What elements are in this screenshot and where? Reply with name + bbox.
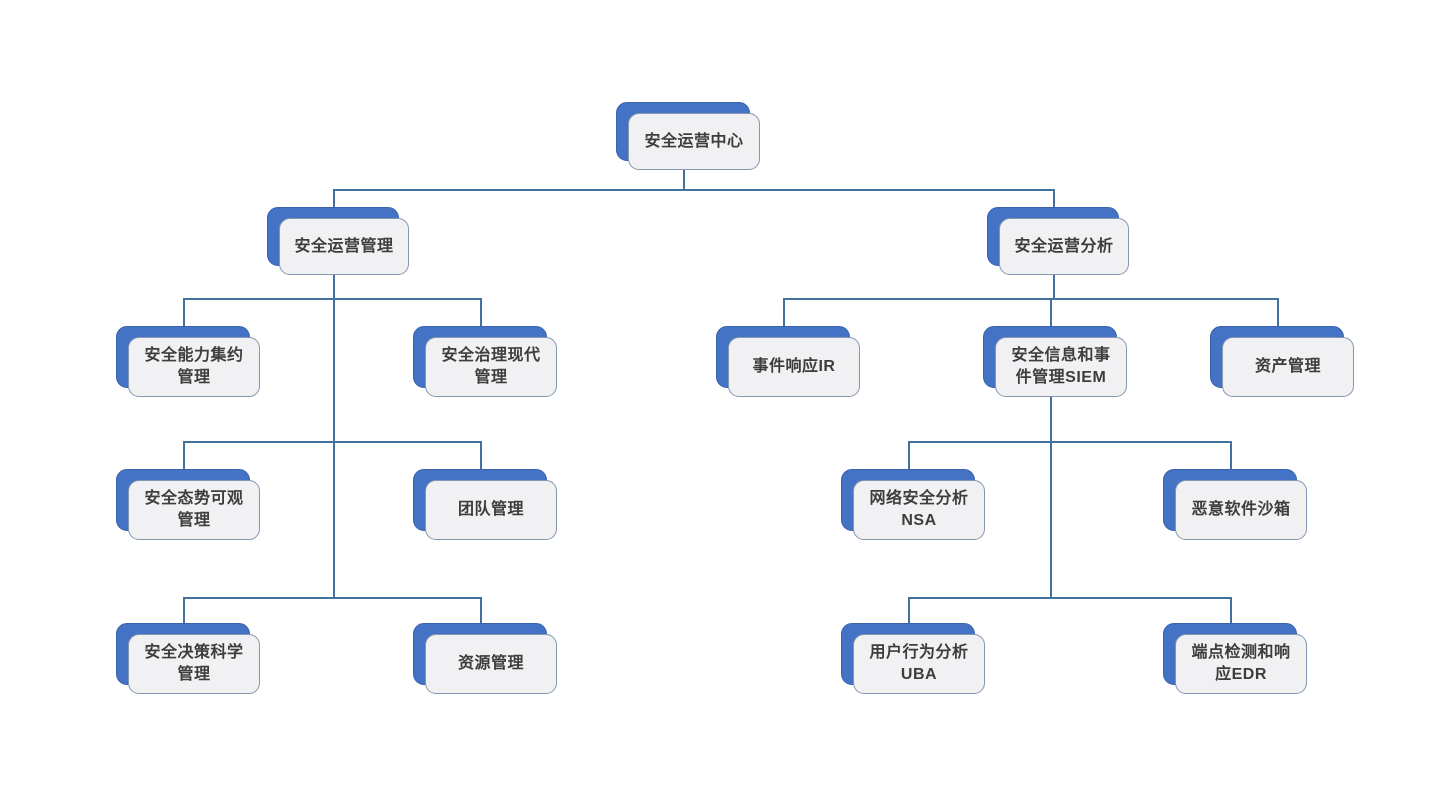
node-box: 资产管理 xyxy=(1222,337,1354,397)
org-node-capability: 安全能力集约 管理 xyxy=(116,326,260,397)
node-label: 恶意软件沙箱 xyxy=(1191,501,1291,519)
node-box: 安全态势可观 管理 xyxy=(128,480,260,540)
node-label: 安全态势可观 管理 xyxy=(144,490,244,529)
connector-vertical xyxy=(1230,442,1232,473)
connector-vertical xyxy=(480,598,482,627)
node-box: 安全能力集约 管理 xyxy=(128,337,260,397)
org-node-sandbox: 恶意软件沙箱 xyxy=(1163,469,1307,540)
connector-horizontal xyxy=(183,441,482,443)
connector-vertical xyxy=(1050,299,1052,330)
node-box: 恶意软件沙箱 xyxy=(1175,480,1307,540)
node-box: 安全决策科学 管理 xyxy=(128,634,260,694)
node-box: 端点检测和响 应EDR xyxy=(1175,634,1307,694)
connector-vertical xyxy=(333,190,335,211)
node-label: 安全运营管理 xyxy=(294,237,394,255)
org-node-soc: 安全运营中心 xyxy=(616,102,760,170)
node-label: 事件响应IR xyxy=(752,358,836,376)
org-node-governance: 安全治理现代 管理 xyxy=(413,326,557,397)
node-box: 安全运营管理 xyxy=(279,218,409,275)
org-node-uba: 用户行为分析 UBA xyxy=(841,623,985,694)
org-node-ops-analysis: 安全运营分析 xyxy=(987,207,1129,275)
org-node-resource: 资源管理 xyxy=(413,623,557,694)
connector-vertical xyxy=(480,299,482,330)
node-label: 团队管理 xyxy=(457,501,524,519)
connector-vertical xyxy=(183,598,185,627)
org-node-team: 团队管理 xyxy=(413,469,557,540)
connector-horizontal xyxy=(908,441,1232,443)
node-box: 用户行为分析 UBA xyxy=(853,634,985,694)
connector-vertical xyxy=(183,442,185,473)
node-label: 安全运营分析 xyxy=(1014,237,1114,255)
node-label: 安全决策科学 管理 xyxy=(144,644,244,683)
node-label: 用户行为分析 UBA xyxy=(869,644,969,683)
connector-vertical xyxy=(783,299,785,330)
node-label: 资产管理 xyxy=(1254,358,1321,376)
connector-horizontal xyxy=(183,298,482,300)
connector-vertical xyxy=(1230,598,1232,627)
org-node-ir: 事件响应IR xyxy=(716,326,860,397)
node-box: 网络安全分析 NSA xyxy=(853,480,985,540)
org-node-posture: 安全态势可观 管理 xyxy=(116,469,260,540)
connector-horizontal xyxy=(333,189,1055,191)
node-box: 安全运营分析 xyxy=(999,218,1129,275)
node-box: 团队管理 xyxy=(425,480,557,540)
connector-horizontal xyxy=(183,597,482,599)
node-box: 安全治理现代 管理 xyxy=(425,337,557,397)
org-node-edr: 端点检测和响 应EDR xyxy=(1163,623,1307,694)
node-label: 安全运营中心 xyxy=(644,132,744,150)
node-label: 安全能力集约 管理 xyxy=(144,347,244,386)
node-label: 资源管理 xyxy=(457,655,524,673)
node-box: 安全信息和事 件管理SIEM xyxy=(995,337,1127,397)
node-box: 事件响应IR xyxy=(728,337,860,397)
node-label: 端点检测和响 应EDR xyxy=(1191,644,1291,683)
connector-vertical xyxy=(480,442,482,473)
org-node-nsa: 网络安全分析 NSA xyxy=(841,469,985,540)
node-box: 安全运营中心 xyxy=(628,113,760,170)
connector-vertical xyxy=(1277,299,1279,330)
connector-vertical xyxy=(908,598,910,627)
connector-vertical xyxy=(1050,397,1052,598)
node-label: 网络安全分析 NSA xyxy=(869,490,969,529)
connector-vertical xyxy=(183,299,185,330)
connector-vertical xyxy=(333,275,335,598)
org-node-decision: 安全决策科学 管理 xyxy=(116,623,260,694)
node-box: 资源管理 xyxy=(425,634,557,694)
connector-vertical xyxy=(683,170,685,190)
connector-vertical xyxy=(1053,190,1055,211)
org-node-asset: 资产管理 xyxy=(1210,326,1354,397)
connector-horizontal xyxy=(783,298,1279,300)
connector-horizontal xyxy=(908,597,1232,599)
connector-vertical xyxy=(1053,275,1055,299)
org-node-siem: 安全信息和事 件管理SIEM xyxy=(983,326,1127,397)
org-node-ops-mgmt: 安全运营管理 xyxy=(267,207,409,275)
node-label: 安全治理现代 管理 xyxy=(441,347,541,386)
node-label: 安全信息和事 件管理SIEM xyxy=(1011,347,1111,386)
connector-vertical xyxy=(908,442,910,473)
